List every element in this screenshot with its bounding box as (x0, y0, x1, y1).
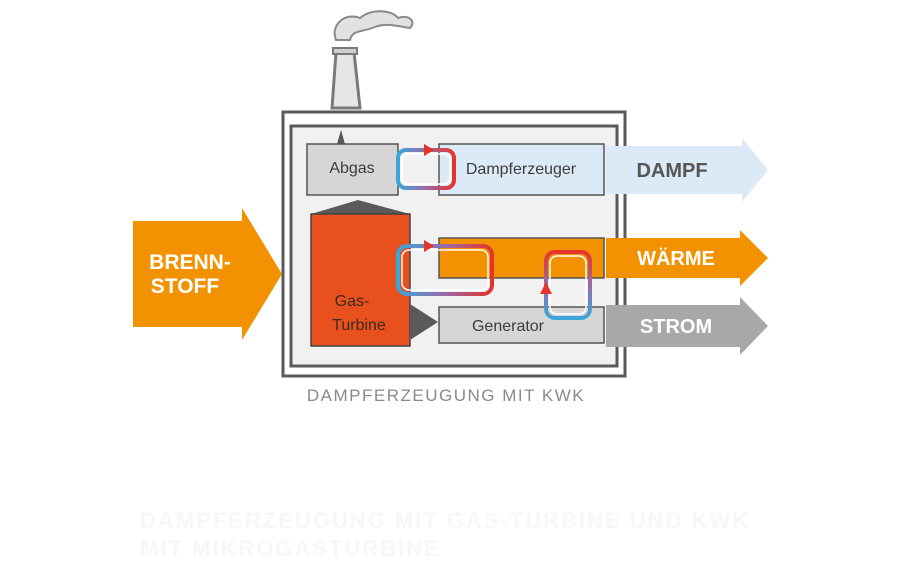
chimney (330, 10, 414, 110)
turbine-roof (311, 200, 410, 214)
heat-output-arrow: WÄRME (606, 230, 768, 286)
fuel-label-line1: BRENN- (149, 251, 231, 274)
turbine-shaft-arrow (410, 304, 438, 340)
steam-label: DAMPF (636, 160, 707, 182)
smoke-plume (333, 10, 414, 41)
steam-generator-box: Dampferzeuger (438, 143, 605, 196)
fuel-label-line2: STOFF (151, 275, 220, 298)
exhaust-box: Abgas (306, 130, 399, 196)
exhaust-box-rect (306, 143, 399, 196)
steam-generator-rect (438, 143, 605, 196)
diagram-caption: DAMPFERZEUGUNG MIT KWK (307, 386, 585, 405)
watermark-line2: MIT MIKROGASTURBINE (140, 536, 441, 561)
power-output-arrow: STROM (606, 297, 768, 355)
heat-exchanger-rect (438, 237, 605, 279)
watermark-line1: DAMPFERZEUGUNG MIT GAS-TURBINE UND KWK (140, 508, 750, 533)
fuel-arrow-shape (133, 208, 282, 340)
chimney-stack (330, 50, 362, 110)
heat-exchange-loop-right (540, 250, 592, 320)
power-label: STROM (640, 316, 712, 338)
loop-right-arrow (540, 282, 552, 294)
exhaust-up-arrow (337, 130, 345, 144)
power-arrow-shape (606, 297, 768, 355)
heat-exchange-loop-middle (396, 240, 494, 296)
heat-arrow-shape (606, 230, 768, 286)
steam-arrow-shape (606, 138, 768, 202)
loop-top-arrow (424, 144, 434, 156)
steam-output-arrow: DAMPF (606, 138, 768, 202)
turbine-label-line1: Gas- (335, 293, 370, 310)
heat-exchange-loop-top (396, 144, 456, 190)
loop-middle-arrow (424, 240, 434, 252)
heat-label: WÄRME (637, 247, 715, 270)
chimney-top (332, 47, 358, 55)
exhaust-label: Abgas (329, 160, 374, 177)
turbine-label-line2: Turbine (332, 317, 386, 334)
generator-rect (438, 306, 605, 344)
turbine-body (310, 213, 411, 347)
generator-label: Generator (472, 318, 545, 335)
generator-box: Generator (438, 306, 605, 344)
fuel-input-arrow: BRENN- STOFF (133, 208, 282, 340)
gas-turbine: Gas- Turbine (310, 200, 438, 347)
steam-generator-label: Dampferzeuger (466, 161, 577, 178)
heat-exchanger-box (438, 237, 605, 279)
